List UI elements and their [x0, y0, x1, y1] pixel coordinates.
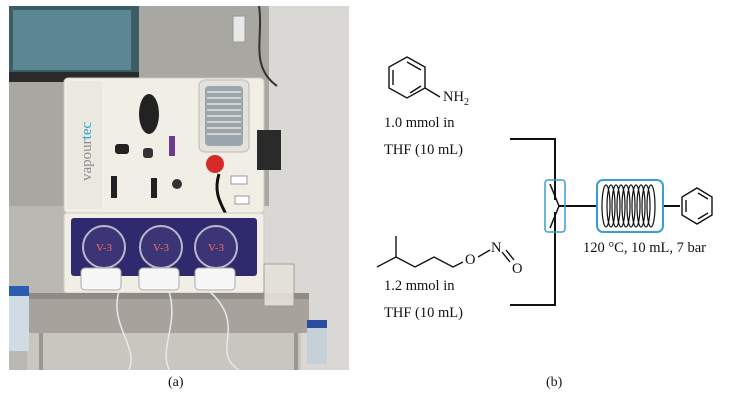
nitrite-oxygen-1: O [465, 252, 476, 268]
pump-module: V-3 V-3 V-3 [63, 212, 265, 294]
photo-illustration: vapourtec [9, 6, 349, 370]
pump-label-3: V-3 [208, 242, 225, 254]
amine-label: NH2 [443, 89, 469, 108]
reaction-schematic [376, 56, 713, 306]
flow-lines [510, 138, 680, 306]
isoamyl-nitrite-structure [376, 236, 515, 268]
reagent2-amount: 1.2 mmol in [384, 278, 455, 294]
pump-label-2: V-3 [153, 242, 170, 254]
caption-a: (a) [168, 375, 184, 390]
nitrite-oxygen-2: O [512, 261, 523, 277]
reactor-conditions: 120 °C, 10 mL, 7 bar [583, 240, 706, 256]
reagent1-amount: 1.0 mmol in [384, 115, 455, 131]
reagent1-solvent: THF (10 mL) [384, 142, 463, 158]
t-mixer [544, 179, 566, 233]
benzene-product-structure [681, 187, 713, 225]
photo-panel: vapourtec [9, 6, 349, 370]
reagent2-solvent: THF (10 mL) [384, 305, 463, 321]
lab-bench [19, 293, 309, 370]
nitrite-nitrogen: N [491, 240, 502, 256]
vapourtec-instrument: vapourtec [63, 77, 281, 247]
coil-reactor [596, 179, 664, 233]
monitor [9, 6, 139, 82]
aniline-structure [388, 56, 441, 99]
caption-b: (b) [546, 375, 563, 390]
pump-label-1: V-3 [96, 242, 113, 254]
brand-logo: vapourtec [79, 122, 95, 181]
